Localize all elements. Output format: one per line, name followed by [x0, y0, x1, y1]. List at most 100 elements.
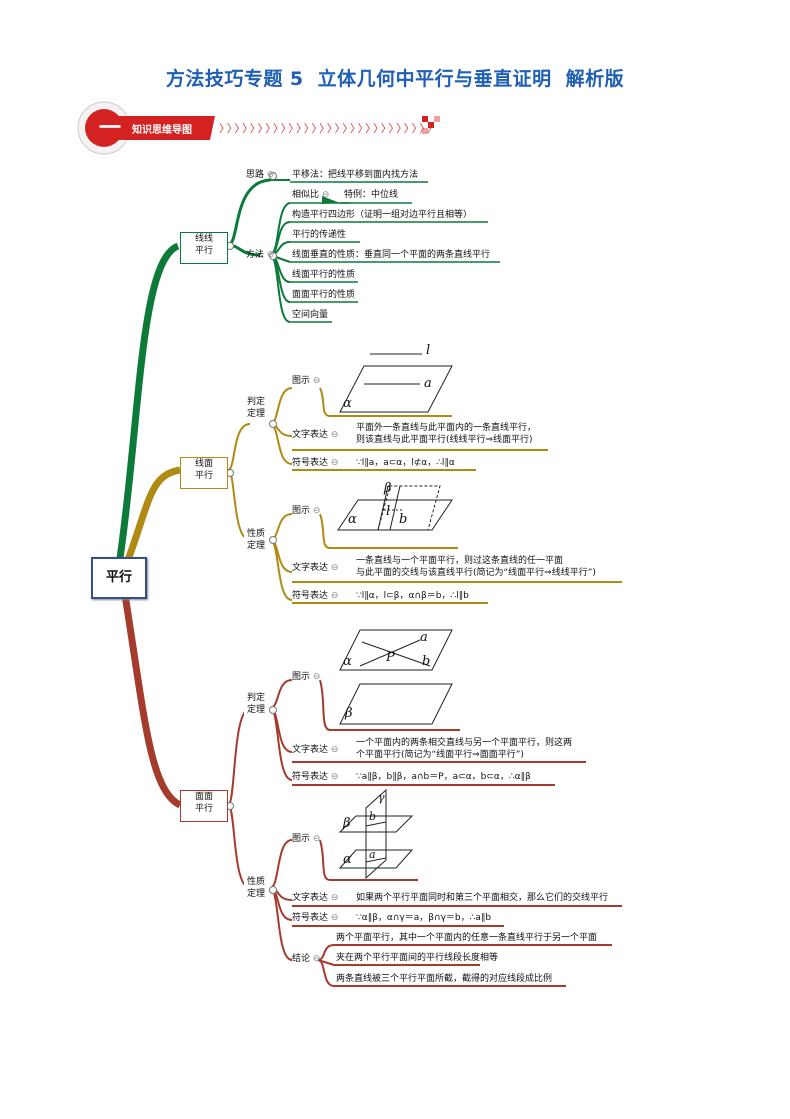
pp-judge-text-1: 一个平面内的两条相交直线与另一个平面平行，则这两 — [356, 738, 573, 748]
fig-label-alpha: α — [343, 852, 352, 867]
branch-label: 思路 — [246, 170, 265, 180]
fig-label-a: a — [420, 630, 428, 645]
pp-conclusion-label: 结论 ⊖ — [292, 954, 320, 965]
pp-prop-figure-label: 图示 ⊖ — [292, 834, 320, 845]
collapse-icon[interactable]: ⊖ — [312, 376, 321, 386]
collapse-icon[interactable]: ⊖ — [330, 913, 339, 923]
text: 文字表达 — [292, 430, 329, 440]
text: 图示 — [292, 672, 311, 682]
collapse-icon[interactable]: ⊖ — [321, 190, 330, 200]
branch-plane-plane-judge[interactable]: 判定 定理 — [244, 692, 268, 716]
node-label: 线线 — [194, 234, 213, 244]
lp-judge-text-1: 平面外一条直线与此平面内的一条直线平行， — [356, 423, 537, 433]
node-plane-plane[interactable]: 面面 平行 — [180, 790, 228, 822]
fig-label-a: a — [424, 376, 432, 391]
fig-label-gamma: γ — [378, 791, 385, 804]
fig-label-beta: β — [384, 481, 392, 496]
root-node[interactable]: 平行 — [91, 557, 147, 599]
pp-judge-text-2: 个平面平行(简记为“线面平行⇒面面平行”) — [356, 750, 524, 760]
pp-conclusion-2: 夹在两个平行平面间的平行线段长度相等 — [336, 953, 499, 963]
collapse-icon[interactable]: ⊖ — [330, 893, 339, 903]
lp-prop-symbol-label: 符号表达 ⊖ — [292, 591, 338, 602]
branch-fangfa[interactable]: 方法 ⊖ — [246, 250, 274, 261]
fig-label-alpha: α — [348, 512, 357, 527]
section-number: 一 — [98, 116, 121, 141]
lp-judge-figure-label: 图示 ⊖ — [292, 376, 320, 387]
text: 符号表达 — [292, 591, 329, 601]
branch-label: 性质 — [246, 877, 265, 887]
text: 结论 — [292, 954, 311, 964]
method-item-5: 面面平行的性质 — [292, 290, 356, 300]
text: 文字表达 — [292, 745, 329, 755]
text: 文字表达 — [292, 893, 329, 903]
text: 符号表达 — [292, 458, 329, 468]
branch-line-plane-judge[interactable]: 判定 定理 — [244, 396, 268, 420]
collapse-icon[interactable]: ⊖ — [330, 458, 339, 468]
text: 相似比 — [292, 190, 320, 200]
node-label: 面面 — [194, 792, 213, 802]
figure-line-plane-prop — [337, 485, 453, 531]
branch-label: 判定 — [246, 693, 265, 703]
collapse-icon[interactable]: ⊖ — [312, 834, 321, 844]
section-banner — [77, 101, 440, 155]
fig-label-l: l — [386, 504, 391, 519]
text: 符号表达 — [292, 913, 329, 923]
lp-judge-symbol-label: 符号表达 ⊖ — [292, 458, 338, 469]
collapse-icon[interactable]: ⊖ — [330, 430, 339, 440]
pp-conclusion-1: 两个平面平行，其中一个平面内的任意一条直线平行于另一个平面 — [336, 933, 598, 943]
text: 图示 — [292, 834, 311, 844]
collapse-icon[interactable]: ⊖ — [330, 563, 339, 573]
fig-label-b: b — [422, 654, 431, 669]
text: 图示 — [292, 376, 311, 386]
collapse-icon[interactable]: ⊖ — [312, 506, 321, 516]
fig-label-b: b — [369, 810, 377, 823]
lp-prop-symbol: ∵l∥α，l⊂β，α∩β＝b，∴l∥b — [356, 591, 469, 601]
collapse-icon[interactable]: ⊖ — [330, 745, 339, 755]
branch-label: 定理 — [246, 409, 265, 419]
pp-judge-symbol: ∵a∥β，b∥β，a∩b＝P，a⊂α，b⊂α，∴α∥β — [356, 772, 531, 782]
title-part-3: 解析版 — [565, 68, 625, 90]
fig-label-a: a — [369, 848, 376, 861]
method-item-4: 线面平行的性质 — [292, 270, 356, 280]
fig-label-beta: β — [345, 706, 353, 721]
method-item-1: 构造平行四边形（证明一组对边平行且相等） — [292, 210, 473, 220]
fig-label-l: l — [426, 343, 431, 358]
branch-line-plane-prop[interactable]: 性质 定理 — [244, 528, 268, 552]
branch-label: 定理 — [246, 541, 265, 551]
method-xiangsibi: 相似比 ⊖ — [292, 190, 329, 201]
pp-judge-text-label: 文字表达 ⊖ — [292, 745, 338, 756]
node-line-line[interactable]: 线线 平行 — [180, 232, 228, 264]
branch-silu[interactable]: 思路 ⊖ — [246, 170, 274, 181]
fig-label-alpha: α — [343, 396, 352, 411]
collapse-icon[interactable]: ⊖ — [266, 170, 275, 180]
figure-line-plane-judge — [339, 353, 453, 413]
method-item-2: 平行的传递性 — [292, 230, 347, 240]
branch-label: 定理 — [246, 705, 265, 715]
collapse-icon[interactable]: ⊖ — [330, 772, 339, 782]
pp-prop-text: 如果两个平行平面同时和第三个平面相交，那么它们的交线平行 — [356, 893, 609, 903]
branch-plane-plane-prop[interactable]: 性质 定理 — [244, 876, 268, 900]
node-label: 平行 — [194, 471, 213, 481]
pp-prop-symbol: ∵α∥β，α∩γ＝a，β∩γ＝b，∴a∥b — [356, 913, 492, 923]
title-part-2: 立体几何中平行与垂直证明 — [317, 68, 552, 90]
method-item-6: 空间向量 — [292, 310, 329, 320]
pp-conclusion-3: 两条直线被三个平行平面所截，截得的对应线段成比例 — [336, 974, 553, 984]
lp-prop-text-label: 文字表达 ⊖ — [292, 563, 338, 574]
node-label: 平行 — [194, 804, 213, 814]
branch-label: 性质 — [246, 529, 265, 539]
collapse-icon[interactable]: ⊖ — [312, 672, 321, 682]
page-title: 方法技巧专题 5 立体几何中平行与垂直证明解析版 — [0, 64, 790, 91]
title-part-1: 方法技巧专题 5 — [165, 68, 304, 90]
text: 符号表达 — [292, 772, 329, 782]
fig-label-P: P — [386, 650, 395, 665]
collapse-icon[interactable]: ⊖ — [312, 954, 321, 964]
lp-prop-figure-label: 图示 ⊖ — [292, 506, 320, 517]
collapse-icon[interactable]: ⊖ — [266, 250, 275, 260]
lp-judge-symbol: ∵l∥a，a⊂α，l⊄α，∴l∥α — [356, 458, 455, 468]
text: 文字表达 — [292, 563, 329, 573]
node-line-plane[interactable]: 线面 平行 — [180, 457, 228, 489]
collapse-icon[interactable]: ⊖ — [330, 591, 339, 601]
method-item-3: 线面垂直的性质：垂直同一个平面的两条直线平行 — [292, 250, 491, 260]
chevron-row-icon: 〉〉〉〉〉〉〉〉〉〉〉〉〉〉〉〉〉〉〉〉〉〉〉〉〉〉〉〉 — [219, 122, 441, 135]
lp-prop-text-1: 一条直线与一个平面平行，则过这条直线的任一平面 — [356, 556, 564, 566]
